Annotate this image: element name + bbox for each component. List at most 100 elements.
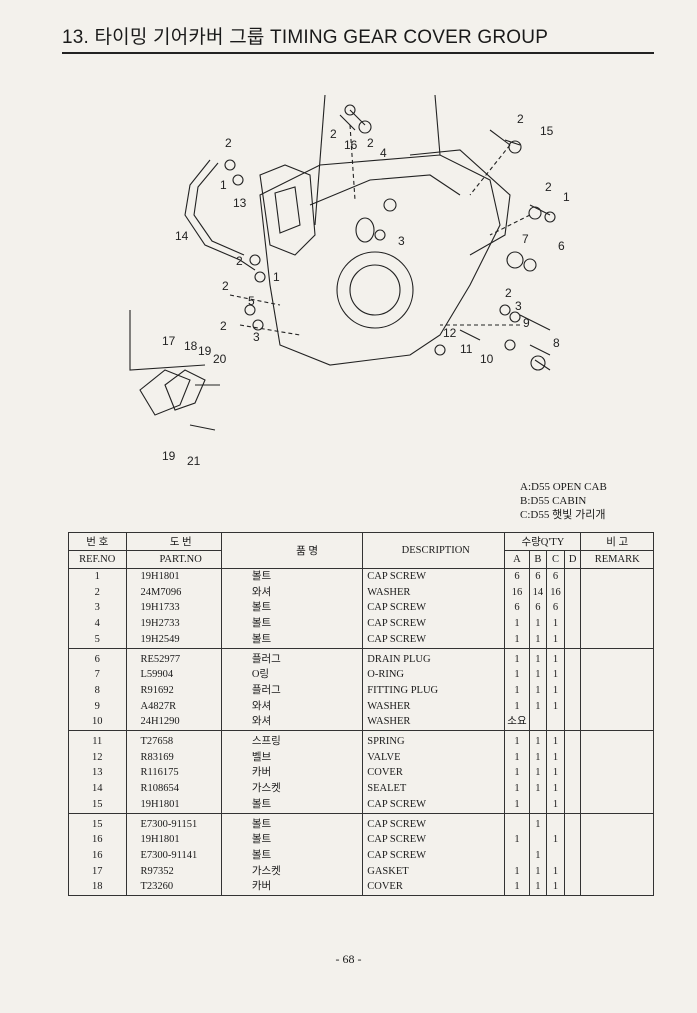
header-description: DESCRIPTION — [362, 532, 506, 569]
cell-kor: 볼트 — [220, 600, 364, 617]
cell-desc: FITTING PLUG — [362, 682, 506, 699]
callout-label: 3 — [398, 234, 405, 248]
cell-ref: 14 — [68, 781, 127, 797]
cell-b: 6 — [528, 568, 548, 585]
cell-desc: COVER — [362, 879, 506, 897]
cell-desc: CAP SCREW — [362, 600, 506, 617]
header-part-eng: PART.NO — [125, 550, 222, 569]
callout-label: 2 — [222, 279, 229, 293]
cell-part: 19H1801 — [125, 832, 222, 848]
cell-remark — [580, 568, 654, 585]
cell-kor: 플러그 — [220, 682, 364, 699]
cell-a — [504, 813, 530, 833]
callout-label: 5 — [248, 294, 255, 308]
cell-b — [528, 796, 548, 814]
cell-ref: 12 — [68, 749, 127, 766]
cell-d — [563, 765, 582, 782]
cell-part: R97352 — [125, 863, 222, 880]
callout-label: 2 — [225, 136, 232, 150]
callout-label: 9 — [523, 316, 530, 330]
cell-ref: 11 — [68, 730, 127, 750]
model-legend-item: B:D55 CABIN — [520, 495, 587, 507]
cell-a: 1 — [504, 616, 530, 632]
cell-c: 1 — [546, 698, 565, 715]
cell-desc: CAP SCREW — [362, 616, 506, 632]
cell-desc: CAP SCREW — [362, 847, 506, 864]
cell-c: 1 — [546, 863, 565, 880]
cell-ref: 7 — [68, 667, 127, 683]
cell-ref: 8 — [68, 682, 127, 699]
cell-part: L59904 — [125, 667, 222, 683]
cell-remark — [580, 682, 654, 699]
cell-a: 1 — [504, 667, 530, 683]
cell-b — [528, 832, 548, 848]
cell-ref: 18 — [68, 879, 127, 897]
cell-desc: CAP SCREW — [362, 832, 506, 848]
cell-remark — [580, 832, 654, 848]
callout-label: 16 — [344, 138, 358, 152]
cell-ref: 17 — [68, 863, 127, 880]
cell-ref: 9 — [68, 698, 127, 715]
cell-desc: DRAIN PLUG — [362, 648, 506, 668]
cell-part: 24H1290 — [125, 714, 222, 732]
cell-d — [563, 584, 582, 601]
cell-remark — [580, 879, 654, 897]
cell-a: 1 — [504, 832, 530, 848]
cell-d — [563, 832, 582, 848]
cell-a: 1 — [504, 631, 530, 649]
page-number: - 68 - — [335, 952, 362, 966]
cell-desc: CAP SCREW — [362, 631, 506, 649]
header-qty-a: A — [504, 550, 530, 569]
cell-ref: 13 — [68, 765, 127, 782]
cell-d — [563, 600, 582, 617]
header-remark-eng: REMARK — [580, 550, 654, 569]
parts-table: 번 호 도 번 품 명 DESCRIPTION 수량Q'TY 비 고 REF.N… — [68, 532, 654, 897]
cell-kor: 와셔 — [220, 714, 364, 732]
cell-d — [563, 863, 582, 880]
cover-outline — [259, 154, 501, 366]
cell-c: 1 — [546, 667, 565, 683]
header-ref-kor: 번 호 — [68, 532, 127, 551]
cell-d — [563, 616, 582, 632]
cell-desc: WASHER — [362, 714, 506, 732]
cell-part: T27658 — [125, 730, 222, 750]
cell-part: A4827R — [125, 698, 222, 715]
cell-desc: GASKET — [362, 863, 506, 880]
cover-round-opening — [336, 251, 414, 329]
cell-c: 1 — [546, 765, 565, 782]
callout-label: 4 — [380, 146, 387, 160]
callout-label: 17 — [162, 334, 176, 348]
cell-desc: CAP SCREW — [362, 796, 506, 814]
header-qty: 수량Q'TY — [504, 532, 582, 551]
cell-a: 1 — [504, 796, 530, 814]
cell-d — [563, 667, 582, 683]
callout-label: 11 — [460, 342, 473, 356]
cell-a: 6 — [504, 568, 530, 585]
callout-label: 8 — [553, 336, 560, 350]
cell-ref: 3 — [68, 600, 127, 617]
cell-kor: 가스켓 — [220, 863, 364, 880]
callout-label: 6 — [558, 239, 565, 253]
cell-a: 1 — [504, 781, 530, 797]
cell-a: 16 — [504, 584, 530, 601]
cell-b: 1 — [528, 813, 548, 833]
callout-label: 18 — [184, 339, 198, 353]
cell-b: 1 — [528, 847, 548, 864]
cell-remark — [580, 781, 654, 797]
cell-c: 1 — [546, 682, 565, 699]
cell-remark — [580, 765, 654, 782]
cell-a: 1 — [504, 879, 530, 897]
cell-part: R116175 — [125, 765, 222, 782]
callout-label: 19 — [162, 449, 176, 463]
callout-label: 2 — [330, 127, 337, 141]
cell-desc: CAP SCREW — [362, 813, 506, 833]
